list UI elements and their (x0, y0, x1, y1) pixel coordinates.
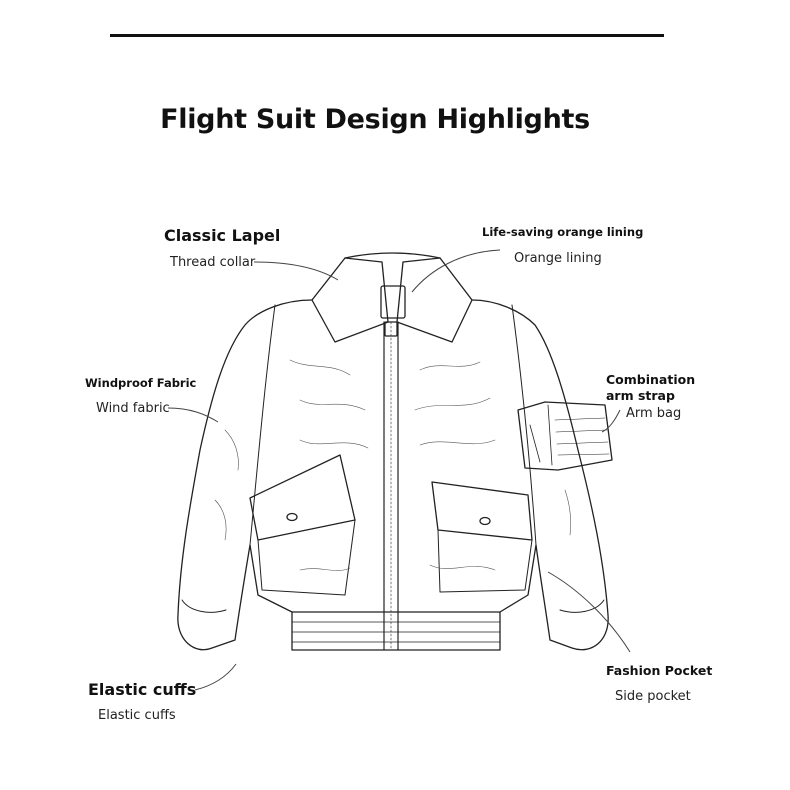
collar-back (344, 252, 441, 259)
leader-windproof (167, 407, 219, 423)
windproof-sub: Wind fabric (96, 401, 170, 416)
left-pocket (249, 454, 356, 541)
fashion-pocket-sub: Side pocket (615, 689, 691, 704)
classic-lapel-sub: Thread collar (170, 255, 256, 270)
collar-left (311, 257, 389, 343)
right-cuff (559, 599, 605, 613)
windproof-heading: Windproof Fabric (85, 376, 197, 390)
zipper (383, 321, 399, 651)
leader-elastic-cuffs (194, 663, 237, 691)
elastic-cuffs-sub: Elastic cuffs (98, 708, 176, 723)
arm-strap-sub: Arm bag (626, 406, 682, 421)
leader-arm-strap (601, 409, 621, 433)
leader-classic-lapel (253, 261, 339, 281)
arm-strap-heading: Combination arm strap (606, 372, 695, 404)
orange-lining-heading: Life-saving orange lining (482, 225, 644, 239)
leader-fashion-pocket (547, 571, 631, 653)
collar-right (396, 257, 473, 343)
top-divider (110, 34, 664, 37)
left-cuff (181, 599, 227, 613)
orange-lining-sub: Orange lining (514, 251, 602, 266)
arm-strap-heading-line1: Combination (606, 372, 696, 387)
right-pocket (431, 481, 533, 541)
elastic-cuffs-heading: Elastic cuffs (88, 680, 197, 699)
collar-tab (380, 285, 406, 319)
arm-strap-heading-line2: arm strap (606, 388, 675, 403)
page-title: Flight Suit Design Highlights (160, 104, 590, 135)
leader-orange-lining (411, 249, 501, 293)
fashion-pocket-heading: Fashion Pocket (606, 663, 713, 678)
classic-lapel-heading: Classic Lapel (164, 226, 281, 245)
jacket-body (177, 299, 609, 651)
arm-bag (517, 401, 613, 471)
